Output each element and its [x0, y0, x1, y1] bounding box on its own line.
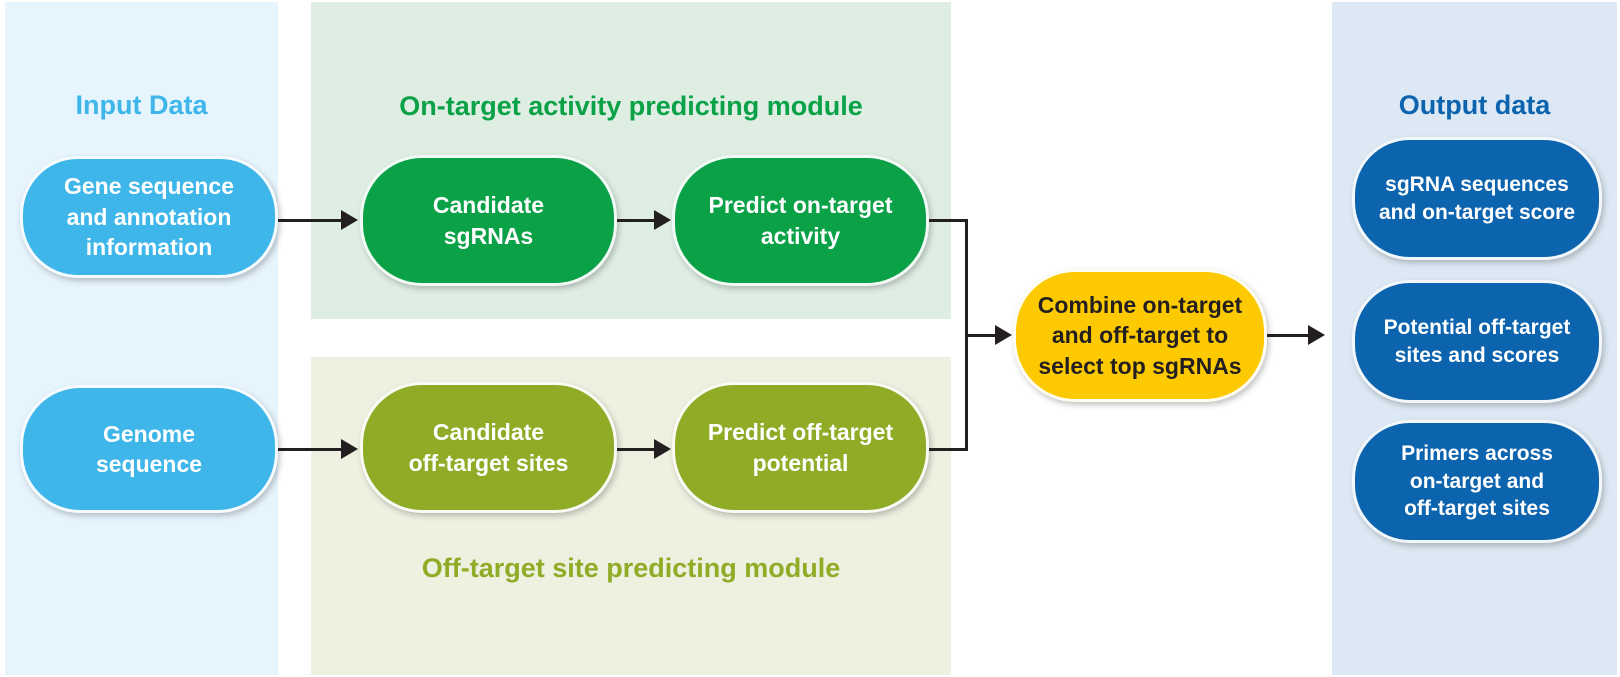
predict-on-target-activity-box: Predict on-target activity [672, 155, 929, 286]
combine-select-top-sgrnas-box-label: Combine on-target and off-target to sele… [1037, 291, 1243, 379]
gene-sequence-box: Gene sequence and annotation information [20, 156, 278, 278]
arrow-candidate-off-to-predict-off-line [617, 448, 655, 451]
sgrna-sequences-score-box-label: sgRNA sequences and on-target score [1378, 172, 1576, 224]
candidate-off-target-sites-box-label: Candidate off-target sites [408, 419, 569, 476]
genome-sequence-box: Genome sequence [20, 385, 278, 513]
sgrna-sequences-score-box: sgRNA sequences and on-target score [1352, 137, 1602, 260]
arrow-merge-to-combine-line [965, 334, 996, 337]
off-target-sites-scores-box: Potential off-target sites and scores [1352, 280, 1602, 403]
arrow-gene-to-candidate-head-icon [341, 210, 358, 230]
arrow-candidate-to-predict-on-line [617, 219, 655, 222]
primers-box: Primers across on-target and off-target … [1352, 420, 1602, 543]
arrow-combine-to-output-head-icon [1308, 325, 1325, 345]
predict-on-target-activity-box-label: Predict on-target activity [708, 192, 893, 249]
arrow-merge-to-combine-head-icon [995, 325, 1012, 345]
gene-sequence-box-label: Gene sequence and annotation information [63, 173, 235, 261]
candidate-sgrnas-box-label: Candidate sgRNAs [432, 192, 545, 249]
predict-off-target-potential-box: Predict off-target potential [672, 382, 929, 513]
arrow-combine-to-output-line [1267, 334, 1309, 337]
predict-off-target-potential-box-label: Predict off-target potential [707, 419, 894, 476]
off-target-module-title: Off-target site predicting module [421, 553, 841, 583]
output-panel-title: Output data [1398, 90, 1551, 120]
arrow-candidate-off-to-predict-off-head-icon [654, 439, 671, 459]
arrow-genome-to-candidate-off-line [278, 448, 342, 451]
arrow-gene-to-candidate-line [278, 219, 342, 222]
combine-select-top-sgrnas-box: Combine on-target and off-target to sele… [1013, 269, 1267, 402]
candidate-sgrnas-box: Candidate sgRNAs [360, 155, 617, 286]
candidate-off-target-sites-box: Candidate off-target sites [360, 382, 617, 513]
arrow-genome-to-candidate-off-head-icon [341, 439, 358, 459]
primers-box-label: Primers across on-target and off-target … [1401, 441, 1553, 521]
connector-off-target-merge-line [929, 448, 968, 451]
input-data-panel: Input Data [5, 2, 278, 675]
genome-sequence-box-label: Genome sequence [95, 420, 203, 477]
on-target-module-title: On-target activity predicting module [399, 91, 863, 121]
off-target-sites-scores-box-label: Potential off-target sites and scores [1383, 315, 1571, 367]
arrow-candidate-to-predict-on-head-icon [654, 210, 671, 230]
connector-on-target-merge-line [929, 219, 968, 222]
input-panel-title: Input Data [75, 90, 208, 120]
